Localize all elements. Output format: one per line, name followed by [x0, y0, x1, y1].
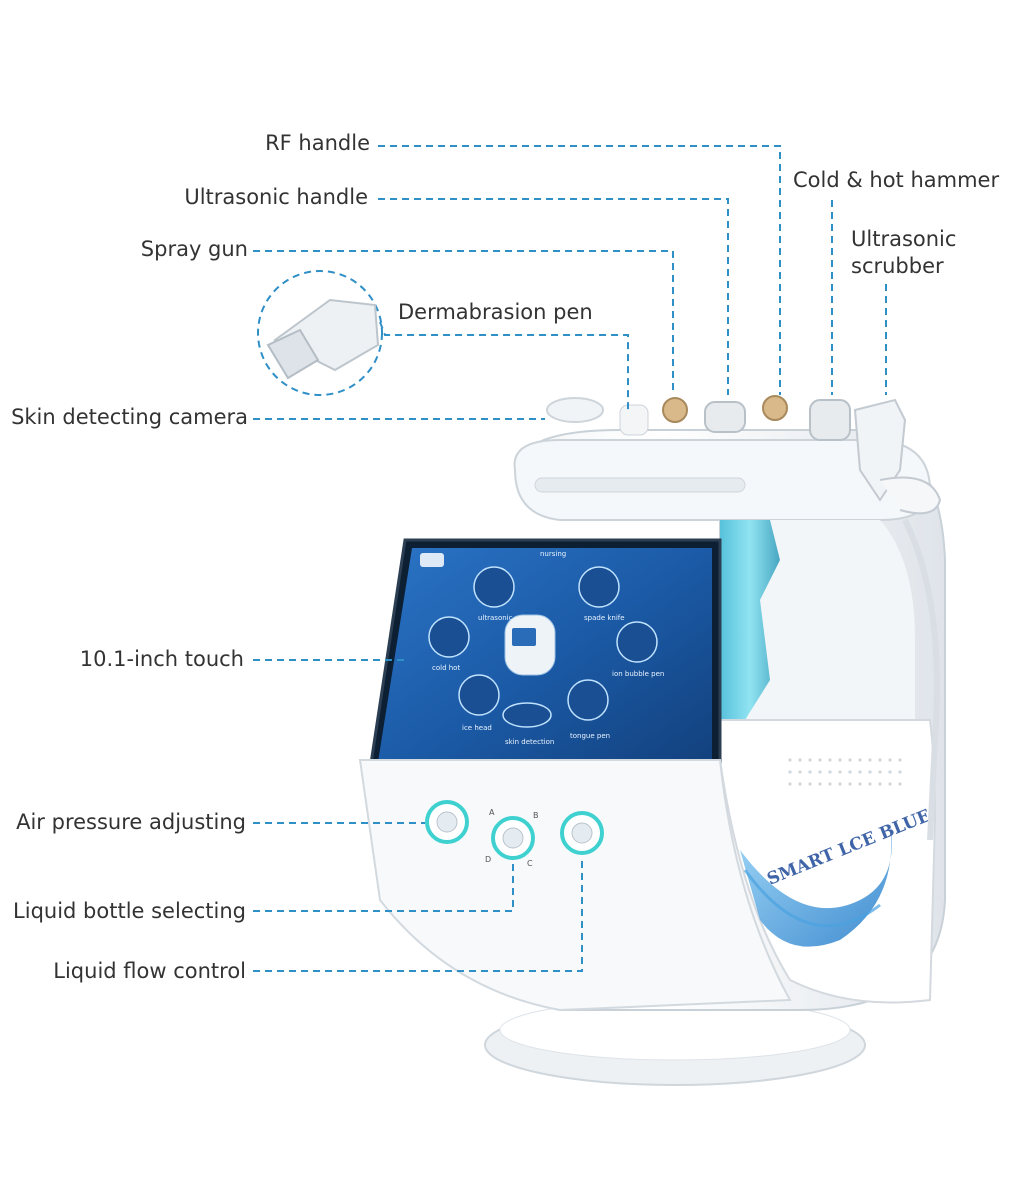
label-ultrasonic-scrubber-1: Ultrasonic	[851, 227, 957, 251]
knobs: A B C D	[425, 800, 604, 868]
camera-inset	[257, 270, 383, 396]
label-skin-detecting-camera: Skin detecting camera	[11, 405, 248, 429]
label-ultrasonic-scrubber-2: scrubber	[851, 254, 944, 278]
label-dermabrasion-pen: Dermabrasion pen	[398, 300, 593, 324]
screen-item-1: spade knife	[584, 614, 625, 622]
label-rf-handle: RF handle	[265, 131, 370, 155]
label-liquid-flow: Liquid flow control	[53, 959, 246, 983]
handles-group	[546, 395, 942, 515]
knob-letter-a: A	[489, 808, 495, 817]
label-liquid-bottle: Liquid bottle selecting	[13, 899, 246, 923]
screen-item-0: ultrasonic	[478, 614, 513, 622]
knob-letter-d: D	[485, 855, 491, 864]
screen-title: nursing	[540, 550, 566, 558]
screen-item-6: tongue pen	[570, 732, 610, 740]
screen-item-2: cold hot	[432, 664, 460, 672]
screen-item-5: skin detection	[505, 738, 554, 746]
touch-screen: nursing ultrasonic spade knife cold hot …	[368, 538, 722, 792]
knob-letter-b: B	[533, 811, 539, 820]
label-ultrasonic-handle: Ultrasonic handle	[184, 185, 368, 209]
wave-decoration	[740, 820, 892, 947]
leader-lines	[253, 145, 887, 972]
label-spray-gun: Spray gun	[140, 237, 248, 261]
label-touch-screen: 10.1-inch touch	[79, 647, 244, 671]
liquid-bottles	[720, 520, 780, 720]
knob-letter-c: C	[527, 859, 533, 868]
label-cold-hot-hammer: Cold & hot hammer	[793, 168, 1000, 192]
screen-item-4: ice head	[462, 724, 492, 732]
screen-item-3: ion bubble pen	[612, 670, 664, 678]
label-air-pressure: Air pressure adjusting	[16, 810, 246, 834]
